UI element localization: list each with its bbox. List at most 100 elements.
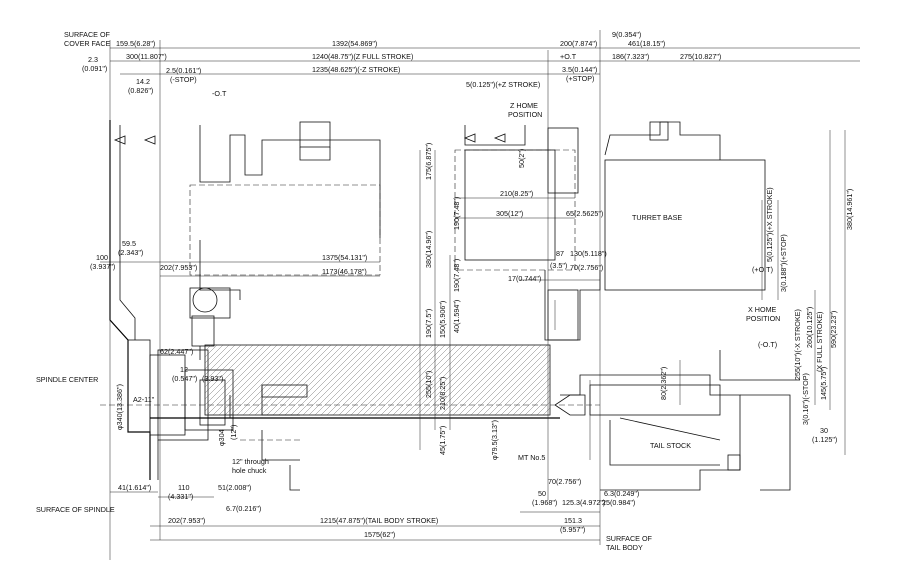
dim-mid: 202(7.953") [160, 263, 197, 272]
dim-vert: 3(0.16")(-STOP) [801, 373, 810, 425]
dimension-texts: 159.5(6.28") 1392(54.869") 200(7.874") 9… [82, 30, 837, 539]
surface-tail-body-label-2: TAIL BODY [606, 543, 643, 552]
dim-mid: 59.5 [122, 239, 136, 248]
dim-bottom: (4.331") [168, 492, 193, 501]
hatch-line [254, 344, 326, 416]
hatch-line [260, 344, 332, 416]
dim-vert: 190(7.48") [452, 259, 461, 292]
tail-stock-label: TAIL STOCK [650, 441, 691, 450]
dim-top: 1235(48.625")(-Z STROKE) [312, 65, 400, 74]
dim-mid: (3.937") [90, 262, 115, 271]
dim-vert: 150(5.906") [438, 301, 447, 338]
dim-bottom: 51(2.008") [218, 483, 251, 492]
hatch-line [392, 344, 464, 416]
hatch-line [204, 344, 236, 376]
hatch-line [416, 344, 488, 416]
hatch-line [548, 413, 551, 416]
hatch-line [470, 344, 542, 416]
dim-top: (+STOP) [566, 74, 594, 83]
dim-vert: 40(1.594") [452, 300, 461, 333]
hatch-line [422, 344, 494, 416]
hatch-line [500, 365, 551, 416]
hatch-line [488, 353, 551, 416]
hatch-line [518, 383, 551, 416]
hatch-line [368, 344, 440, 416]
dim-top: (-STOP) [170, 75, 197, 84]
dim-mid: 62(2.447") [160, 347, 193, 356]
dim-bottom: (5.957") [560, 525, 585, 534]
dim-vert: 145(5.75") [819, 367, 828, 400]
spindle-center-label: SPINDLE CENTER [36, 375, 98, 384]
dim-vert: (X FULL STROKE) [815, 312, 824, 372]
hatch-line [332, 344, 404, 416]
hatch-line [464, 344, 536, 416]
hatch-line [204, 344, 266, 406]
dim-mid: 30 [820, 426, 828, 435]
hatch-line [236, 344, 308, 416]
dim-bottom: 6.3(0.249") [604, 489, 639, 498]
dim-vert: 5(0.125")(+X STROKE) [765, 187, 774, 262]
dim-vert: 80(2.362") [659, 367, 668, 400]
dim-top: 2.3 [88, 55, 98, 64]
x-home-label-2: POSITION [746, 314, 780, 323]
hatch-line [308, 344, 380, 416]
hatch-line [524, 389, 551, 416]
dim-top: (0.826") [128, 86, 153, 95]
dim-top: 3.5(0.144") [562, 65, 597, 74]
surface-cover-face-label-2: COVER FACE [64, 39, 111, 48]
hatch-line [204, 344, 212, 352]
hatch-line [248, 344, 320, 416]
surface-tail-body-label: SURFACE OF [606, 534, 653, 543]
chuck-note: 12" through [232, 457, 269, 466]
hatch-line [206, 344, 278, 416]
hatch-line [314, 344, 386, 416]
hatch-line [230, 344, 302, 416]
dim-vert: 380(14.961") [845, 189, 854, 230]
dim-mid: 130(5.118") [570, 249, 607, 258]
dim-vert: 190(7.5") [424, 309, 433, 338]
hatch-line [434, 344, 506, 416]
surface-spindle-label: SURFACE OF SPINDLE [36, 505, 115, 514]
dim-mid: (2.343") [118, 248, 143, 257]
hatch-line [204, 344, 242, 382]
dim-mid: (3.5") [550, 261, 567, 270]
dim-mid: (1.125") [812, 435, 837, 444]
dim-top: 300(11.807") [126, 52, 167, 61]
hatch-line [458, 344, 530, 416]
dim-top: 1240(48.75")(Z FULL STROKE) [312, 52, 413, 61]
dim-mid: (3.93") [202, 374, 223, 383]
x-home-label: X HOME [748, 305, 777, 314]
hatch-line [542, 407, 551, 416]
hatch-line [320, 344, 392, 416]
hatch-line [338, 344, 410, 416]
hatch-line [242, 344, 314, 416]
dim-vert: 590(23.23") [829, 311, 838, 348]
dim-bottom: 6.7(0.216") [226, 504, 261, 513]
hatch-line [452, 344, 524, 416]
hatch-line [482, 347, 551, 416]
hatch-line [362, 344, 434, 416]
dim-vert: 175(6.875") [424, 143, 433, 180]
hatch-line [302, 344, 374, 416]
ot-plus-label: (+O.T) [752, 265, 773, 274]
hatch-line [204, 344, 272, 412]
dim-vert: φ304 [217, 429, 226, 446]
dim-top: (0.091") [82, 64, 107, 73]
dim-mid: 305(12") [496, 209, 523, 218]
dim-top: 5(0.125")(+Z STROKE) [466, 80, 540, 89]
dim-top: 9(0.354") [612, 30, 641, 39]
machine-outline [100, 30, 860, 560]
dim-mid: (0.547") [172, 374, 197, 383]
hatch-line [290, 344, 362, 416]
hatch-line [204, 344, 248, 388]
hatch-line [530, 395, 551, 416]
dim-top: 159.5(6.28") [116, 39, 155, 48]
dim-top: 461(18.15") [628, 39, 665, 48]
hatch-line [386, 344, 458, 416]
hatch-line [374, 344, 446, 416]
dim-bottom: 1575(62") [364, 530, 395, 539]
dim-mid: 210(8.25") [500, 189, 533, 198]
hatch-line [204, 344, 254, 394]
dim-mid: 12 [180, 365, 188, 374]
